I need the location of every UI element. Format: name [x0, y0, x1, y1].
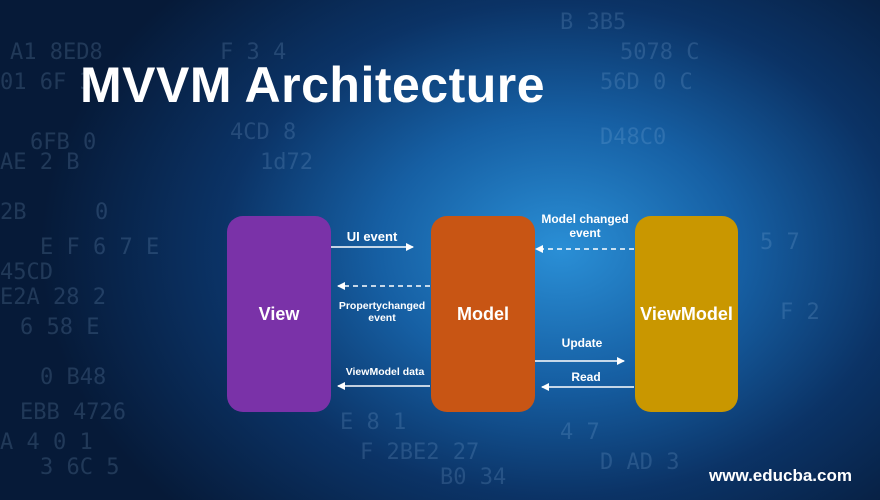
website-url: www.educba.com [709, 466, 852, 485]
viewmodel-label: ViewModel [640, 303, 733, 324]
view-label: View [258, 303, 300, 324]
ui-event-label: UI event [346, 229, 398, 244]
viewmodel-data-label: ViewModel data [345, 366, 425, 378]
model-box: Model [431, 216, 535, 412]
view-box: View [227, 216, 331, 412]
property-changed-label: Propertychanged event [338, 300, 426, 325]
read-label: Read [571, 370, 601, 384]
update-label: Update [561, 336, 603, 350]
viewmodel-box: ViewModel [635, 216, 738, 412]
page-title: MVVM Architecture [80, 57, 546, 113]
model-changed-label: Model changed event [541, 212, 629, 240]
model-label: Model [457, 303, 509, 324]
